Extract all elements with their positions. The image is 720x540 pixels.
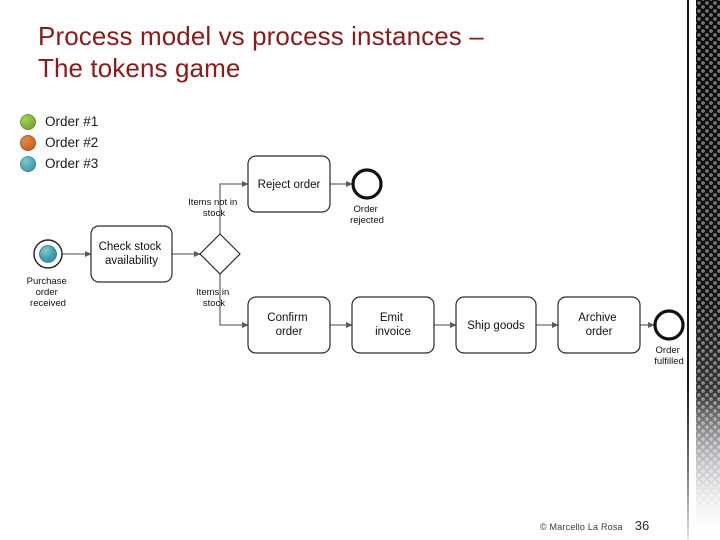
task-label-line-1: Emit — [380, 312, 404, 324]
bpmn-diagram: Purchase order received Check stock avai… — [0, 150, 690, 365]
task-label-line-2: order — [586, 326, 613, 338]
task-label: Emit invoice — [375, 312, 411, 338]
copyright-text: © Marcello La Rosa — [540, 522, 623, 532]
task-box[interactable] — [90, 225, 173, 283]
task-archive-order[interactable]: Archive order — [557, 296, 641, 354]
page-title: Process model vs process instances – The… — [38, 20, 598, 84]
end-event-label-line-2: rejected — [350, 215, 384, 226]
start-event-label-line-2: order — [36, 287, 58, 298]
start-event-purchase-order-received: Purchase order received — [27, 239, 70, 309]
task-label: Confirm order — [267, 312, 310, 338]
end-event-label-line-1: Order — [354, 204, 378, 215]
legend-item-label: Order #3 — [45, 155, 99, 171]
legend-item-order-1: Order #1 — [20, 111, 98, 132]
flow-label-line-2: stock — [203, 208, 225, 219]
task-confirm-order[interactable]: Confirm order — [247, 296, 331, 354]
task-label-line-1: Reject order — [258, 179, 321, 191]
teal-token-icon — [20, 155, 36, 172]
flow-label-items-not-in-stock: Items not in stock — [188, 197, 240, 219]
slide-footer: © Marcello La Rosa 36 — [540, 518, 649, 533]
decorative-strip-fade — [696, 390, 720, 540]
end-event-order-fulfilled: Order fulfilled — [653, 309, 685, 365]
flow-label-items-in-stock: Items in stock — [196, 287, 232, 309]
task-emit-invoice[interactable]: Emit invoice — [351, 296, 435, 354]
task-label: Archive order — [578, 312, 620, 338]
end-event-label: Order rejected — [350, 204, 384, 226]
task-label-line-2: availability — [105, 255, 158, 267]
page-title-line-1: Process model vs process instances – — [38, 21, 484, 51]
flow-label-line-1: Items not in — [188, 197, 237, 208]
task-label-line-2: invoice — [375, 326, 411, 338]
flow-label-line-2: stock — [203, 298, 225, 309]
green-token-icon — [20, 113, 36, 130]
task-check-stock-availability[interactable]: Check stock availability — [90, 225, 173, 283]
page-title-line-2: The tokens game — [38, 53, 241, 83]
exclusive-gateway-stock[interactable] — [199, 233, 241, 275]
token-legend: Order #1 Order #2 Order #3 — [20, 111, 98, 174]
task-label-line-1: Confirm — [267, 312, 307, 324]
start-event-label-line-1: Purchase — [27, 276, 67, 287]
end-event-circle — [351, 168, 383, 200]
end-event-label: Order fulfilled — [654, 345, 684, 365]
legend-item-order-2: Order #2 — [20, 132, 98, 153]
end-event-circle — [653, 309, 685, 341]
legend-item-order-3: Order #3 — [20, 153, 98, 174]
task-label: Reject order — [258, 179, 321, 191]
end-event-label-line-2: fulfilled — [654, 356, 684, 365]
legend-item-label: Order #2 — [45, 134, 99, 150]
task-label: Ship goods — [467, 320, 525, 332]
end-event-label-line-1: Order — [656, 345, 680, 356]
page-number: 36 — [634, 518, 650, 533]
task-box[interactable] — [247, 155, 331, 213]
task-label: Check stock availability — [99, 241, 165, 267]
end-event-order-rejected: Order rejected — [350, 168, 384, 226]
task-box[interactable] — [455, 296, 537, 354]
flow-gateway-to-confirm — [219, 274, 249, 328]
task-label-line-1: Archive — [578, 312, 616, 324]
task-reject-order[interactable]: Reject order — [247, 155, 331, 213]
task-box[interactable] — [351, 296, 435, 354]
task-label-line-2: order — [276, 326, 303, 338]
task-box[interactable] — [557, 296, 641, 354]
flow-label-line-1: Items in — [196, 287, 229, 298]
teal-token-icon — [39, 245, 57, 263]
start-event-label: Purchase order received — [27, 276, 70, 309]
task-label-line-1: Ship goods — [467, 320, 525, 332]
task-label-line-1: Check stock — [99, 241, 162, 253]
flow-gateway-to-reject — [219, 181, 249, 234]
start-event-label-line-3: received — [30, 298, 66, 309]
task-box[interactable] — [247, 296, 331, 354]
gateway-diamond[interactable] — [199, 233, 241, 275]
orange-token-icon — [20, 134, 36, 151]
task-ship-goods[interactable]: Ship goods — [455, 296, 537, 354]
legend-item-label: Order #1 — [45, 113, 99, 129]
strip-divider-line — [687, 0, 689, 540]
